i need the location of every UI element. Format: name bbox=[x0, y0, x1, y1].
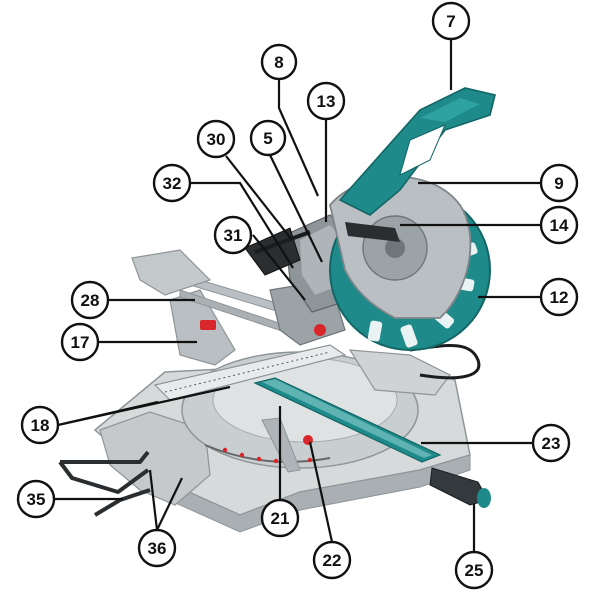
table-extension-right bbox=[348, 349, 451, 396]
callout-30: 30 bbox=[196, 119, 236, 159]
callout-21-label: 21 bbox=[271, 509, 290, 528]
callout-22: 22 bbox=[312, 540, 352, 580]
callout-12: 12 bbox=[539, 277, 579, 317]
callout-35-label: 35 bbox=[27, 490, 46, 509]
callout-31: 31 bbox=[213, 215, 253, 255]
callout-7: 7 bbox=[431, 1, 471, 41]
operating-handle-grip bbox=[420, 98, 480, 122]
callout-7-label: 7 bbox=[446, 12, 455, 31]
callout-28: 28 bbox=[70, 280, 110, 320]
callout-13: 13 bbox=[306, 81, 346, 121]
leader-22 bbox=[308, 441, 334, 543]
miter-lock-knob bbox=[303, 435, 313, 445]
leader-lines bbox=[54, 38, 541, 552]
callout-5: 5 bbox=[249, 119, 287, 157]
leader-31 bbox=[252, 234, 306, 301]
callout-17: 17 bbox=[60, 322, 100, 362]
callout-35: 35 bbox=[16, 479, 56, 519]
callout-9-label: 9 bbox=[554, 174, 563, 193]
leader-32 bbox=[190, 181, 294, 269]
saw-illustration bbox=[58, 87, 496, 533]
callout-32: 32 bbox=[152, 163, 192, 203]
arbor-bolt bbox=[385, 238, 405, 258]
callout-22-label: 22 bbox=[323, 551, 342, 570]
fence-left bbox=[153, 344, 347, 401]
callout-23-label: 23 bbox=[542, 434, 561, 453]
callout-14-label: 14 bbox=[550, 216, 569, 235]
spindle-lock-lever bbox=[345, 222, 400, 242]
callout-32-label: 32 bbox=[163, 174, 182, 193]
callout-8-label: 8 bbox=[274, 53, 283, 72]
callout-9: 9 bbox=[539, 163, 579, 203]
callout-21: 21 bbox=[260, 498, 300, 538]
callout-25: 25 bbox=[454, 550, 494, 590]
turntable-arm-highlight bbox=[262, 379, 432, 458]
callout-31-label: 31 bbox=[224, 226, 243, 245]
callout-25-label: 25 bbox=[465, 561, 484, 580]
rail-lock-knob bbox=[206, 321, 214, 329]
leader-18 bbox=[57, 385, 231, 427]
base-foot-left bbox=[99, 411, 211, 506]
callout-13-label: 13 bbox=[317, 92, 336, 111]
turntable-handle-cap bbox=[477, 488, 491, 508]
rail-end-cap bbox=[131, 249, 212, 296]
callout-18-label: 18 bbox=[31, 416, 50, 435]
pivot-red-knob bbox=[314, 324, 326, 336]
callout-12-label: 12 bbox=[550, 288, 569, 307]
callout-8: 8 bbox=[260, 43, 298, 81]
callout-17-label: 17 bbox=[71, 333, 90, 352]
callout-labels: 7 8 13 30 5 32 9 14 31 28 12 17 18 23 35… bbox=[16, 1, 579, 590]
callout-30-label: 30 bbox=[207, 130, 226, 149]
callout-5-label: 5 bbox=[263, 129, 272, 148]
callout-28-label: 28 bbox=[81, 291, 100, 310]
handle-opening bbox=[399, 124, 446, 176]
fence-scale-marks bbox=[164, 351, 331, 393]
power-cable bbox=[409, 344, 481, 380]
leader-36 bbox=[148, 469, 183, 531]
leader-5 bbox=[269, 154, 323, 263]
callout-23: 23 bbox=[531, 423, 571, 463]
callout-18: 18 bbox=[20, 405, 60, 445]
callout-36-label: 36 bbox=[148, 539, 167, 558]
leader-30 bbox=[225, 155, 293, 241]
callout-14: 14 bbox=[539, 205, 579, 245]
callout-36: 36 bbox=[137, 528, 177, 568]
leader-8 bbox=[277, 78, 320, 197]
